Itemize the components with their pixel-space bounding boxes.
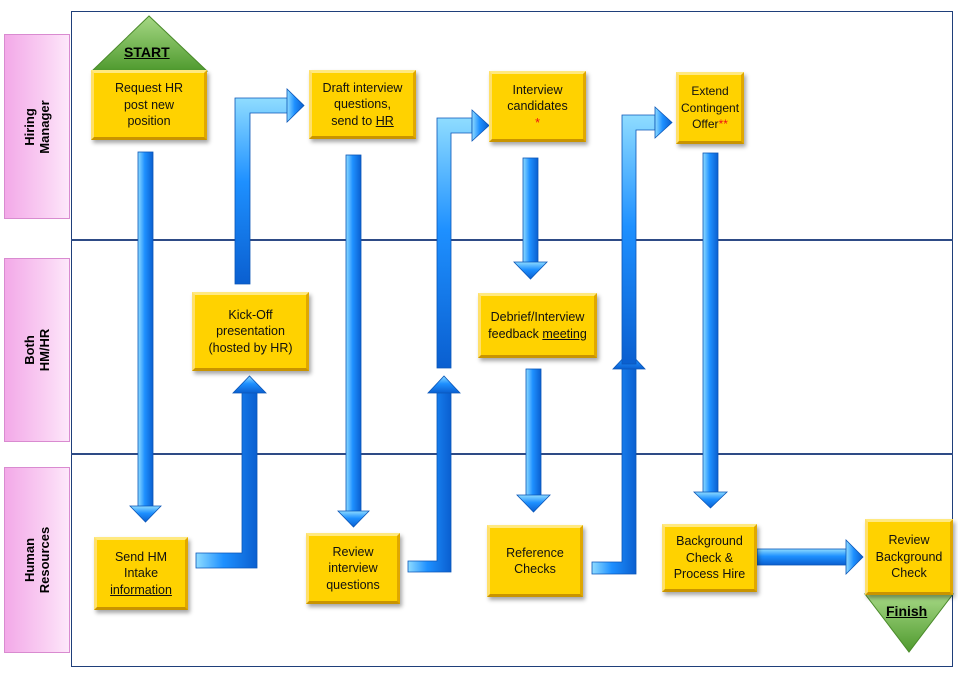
step-review-background: Review Background Check — [865, 519, 953, 595]
step-text: Extend Contingent Offer — [680, 84, 740, 132]
step-send-hm-intake: Send HM Intake information — [94, 537, 188, 610]
step-kickoff: Kick-Off presentation (hosted by HR) — [192, 292, 309, 371]
step-request-hr: Request HR post new position — [91, 70, 207, 140]
step-background-check: Background Check & Process Hire — [662, 524, 757, 592]
step-kickoff-text: Kick-Off presentation (hosted by HR) — [208, 307, 293, 355]
step-extend-offer-text: Extend Contingent Offer** — [681, 83, 739, 133]
lane-label-hiring-manager: Hiring Manager — [4, 34, 70, 219]
lane-divider — [71, 453, 953, 455]
arrow-debrief-to-reference — [516, 368, 551, 513]
step-request-hr-text: Request HR post new position — [114, 81, 184, 129]
step-draft-interview: Draft interview questions, send to HR — [309, 70, 416, 139]
step-draft-interview-text: Draft interview questions, send to HR — [323, 80, 403, 130]
step-text: Debrief/Interview feedback — [488, 310, 585, 341]
arrow-background-to-review — [756, 539, 864, 575]
arrow-kickoff-to-draft — [234, 88, 305, 285]
lane-divider — [71, 239, 953, 241]
step-text: Draft interview questions, send to — [322, 80, 403, 128]
start-label: START — [124, 44, 170, 60]
step-interview-candidates-text: Interview candidates* — [507, 82, 567, 132]
step-send-hm-intake-text: Send HM Intake information — [110, 549, 172, 599]
finish-label: Finish — [886, 603, 928, 619]
arrow-reference-to-offer — [591, 106, 673, 575]
step-reference-checks: Reference Checks — [487, 525, 583, 597]
step-reference-checks-text: Reference Checks — [506, 545, 564, 577]
step-background-check-text: Background Check & Process Hire — [673, 534, 746, 582]
step-review-background-text: Review Background Check — [875, 533, 943, 581]
arrow-request-to-intake — [129, 151, 162, 523]
lane-label-both: Both HM/HR — [4, 258, 70, 442]
swimlane-frame — [71, 11, 953, 667]
arrow-interview-to-debrief — [513, 157, 548, 280]
hr-link[interactable]: HR — [375, 113, 394, 128]
step-text: Send HM Intake — [114, 549, 168, 581]
meeting-link[interactable]: meeting — [542, 326, 587, 341]
step-debrief: Debrief/Interview feedback meeting — [478, 293, 597, 358]
double-asterisk-note: ** — [718, 117, 728, 132]
arrow-intake-to-kickoff — [195, 375, 267, 569]
step-text: Interview candidates — [507, 82, 568, 114]
step-interview-candidates: Interview candidates* — [489, 71, 586, 142]
lane-label-human-resources: Human Resources — [4, 467, 70, 653]
asterisk-note: * — [535, 115, 540, 130]
arrow-offer-to-background — [693, 152, 728, 509]
arrow-draft-to-review — [337, 154, 370, 528]
step-extend-offer: Extend Contingent Offer** — [676, 72, 744, 144]
step-debrief-text: Debrief/Interview feedback meeting — [488, 309, 587, 342]
step-review-interview: Review interview questions — [306, 533, 400, 604]
information-link[interactable]: information — [110, 582, 172, 597]
arrow-review-to-interview — [407, 109, 490, 573]
step-review-interview-text: Review interview questions — [326, 544, 380, 592]
